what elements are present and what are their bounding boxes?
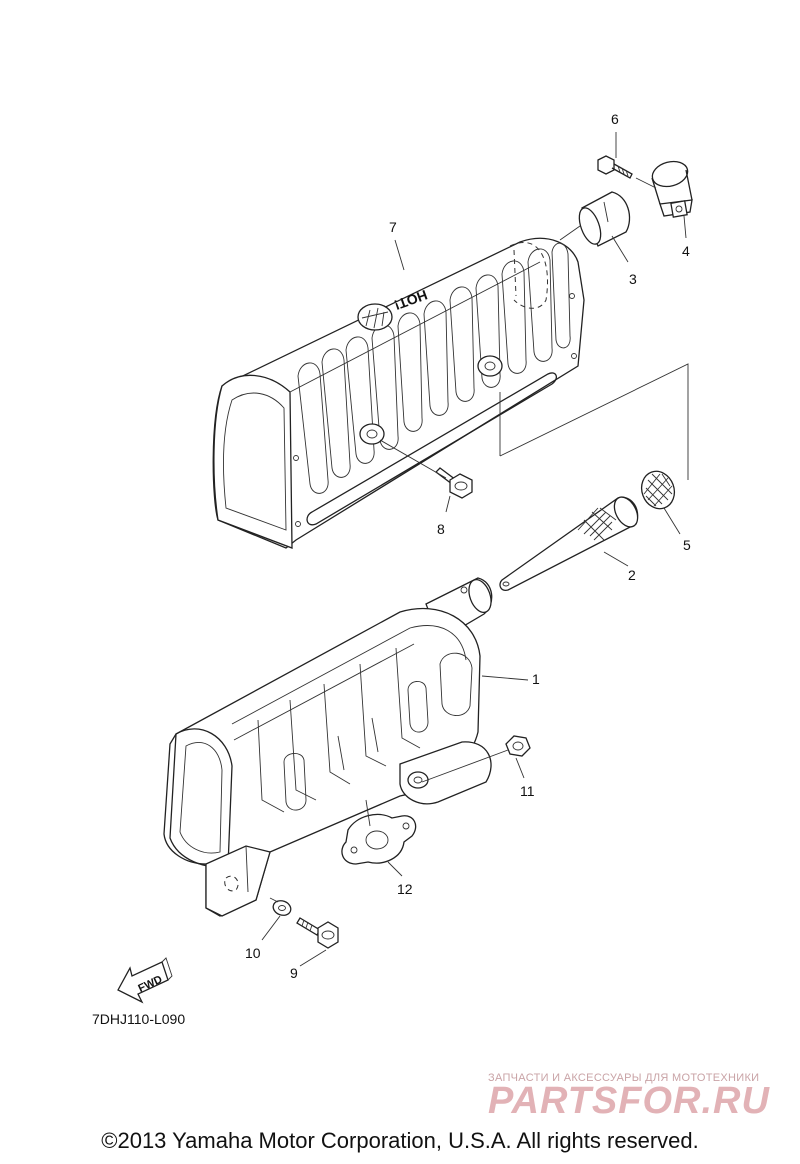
callout-1[interactable]: 1 (532, 671, 540, 687)
nut-part[interactable] (505, 735, 531, 757)
callout-2[interactable]: 2 (628, 567, 636, 583)
muffler-cover-part[interactable] (212, 237, 585, 549)
callout-11[interactable]: 11 (520, 783, 535, 799)
callout-8[interactable]: 8 (437, 521, 445, 537)
watermark-brand: PARTSFOR.RU (488, 1080, 770, 1122)
callout-4[interactable]: 4 (682, 243, 690, 259)
diagram-code: 7DHJ110-L090 (92, 1011, 185, 1027)
spark-arrester-screen-part[interactable] (636, 467, 679, 514)
callout-10[interactable]: 10 (245, 945, 261, 961)
clamp-bolt-part[interactable] (597, 155, 633, 179)
muffler-gasket-part[interactable] (341, 813, 417, 865)
callout-12[interactable]: 12 (397, 881, 413, 897)
callout-6[interactable]: 6 (611, 111, 619, 127)
muffler-part[interactable] (163, 577, 495, 917)
callout-5[interactable]: 5 (683, 537, 691, 553)
cover-bolt-part[interactable] (435, 467, 473, 499)
spark-arrester-part[interactable] (499, 493, 642, 591)
leader-lines (261, 132, 689, 967)
watermark-tagline: ЗАПЧАСТИ И АКСЕССУАРЫ ДЛЯ МОТОТЕХНИКИ (488, 1072, 759, 1084)
callout-3[interactable]: 3 (629, 271, 637, 287)
muffler-bolt-part[interactable] (296, 917, 339, 949)
callout-7[interactable]: 7 (389, 219, 397, 235)
gasket-sleeve-part[interactable] (575, 191, 631, 247)
clamp-part[interactable] (650, 158, 693, 218)
copyright-notice: ©2013 Yamaha Motor Corporation, U.S.A. A… (101, 1128, 699, 1153)
fwd-arrow-icon (117, 957, 173, 1004)
washer-part[interactable] (271, 898, 293, 917)
callout-9[interactable]: 9 (290, 965, 298, 981)
